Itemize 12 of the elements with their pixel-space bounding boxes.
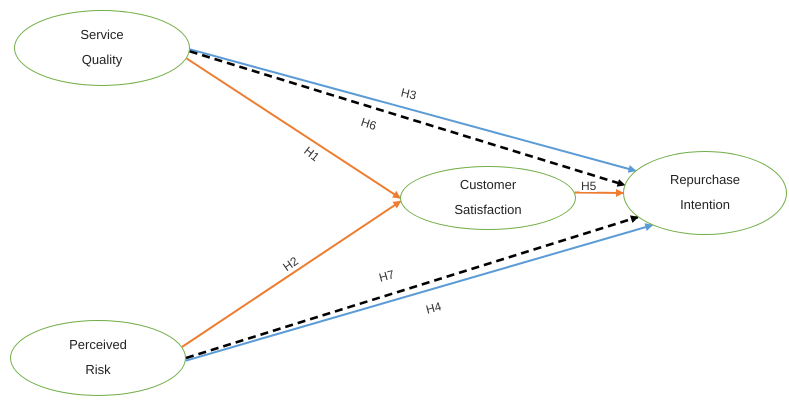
arrow (186, 58, 401, 199)
node-label: Repurchase Intention (668, 171, 742, 214)
node-label: Perceived Risk (68, 336, 128, 379)
edge-label: H2 (280, 254, 302, 274)
node-label: Customer Satisfaction (453, 176, 523, 219)
node-label: Service Quality (79, 26, 125, 69)
edge-label: H6 (358, 116, 379, 132)
arrow (182, 200, 402, 348)
edge-label: H5 (580, 180, 598, 192)
edge-label: H4 (424, 300, 444, 316)
arrow (574, 188, 624, 197)
edge-label: H3 (398, 86, 418, 102)
